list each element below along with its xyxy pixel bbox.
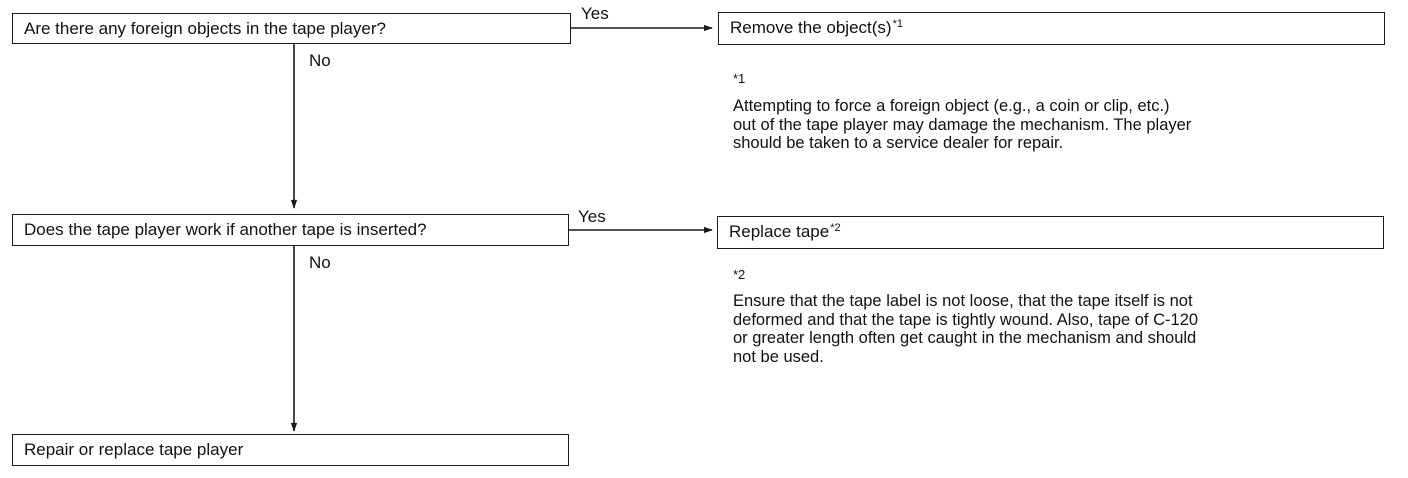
question-box-foreign-objects: Are there any foreign objects in the tap… (12, 13, 571, 44)
action-text: Repair or replace tape player (24, 440, 244, 459)
footnote-line: not be used. (733, 347, 824, 366)
footnote-mark: *1 (733, 71, 746, 86)
footnote-ref: *2 (830, 222, 841, 234)
action-box-repair-replace: Repair or replace tape player (12, 434, 569, 466)
no-label: No (309, 51, 331, 70)
question-text: Does the tape player work if another tap… (24, 220, 427, 239)
footnote-line: should be taken to a service dealer for … (733, 134, 1064, 152)
footnote-text: Attempting to force a foreign object (e.… (733, 97, 1191, 153)
yes-label: Yes (578, 207, 606, 226)
action-text: Remove the object(s) (730, 18, 892, 37)
action-box-replace-tape: Replace tape*2 (717, 216, 1384, 249)
action-box-remove-objects: Remove the object(s)*1 (718, 12, 1385, 45)
question-box-another-tape: Does the tape player work if another tap… (12, 214, 569, 246)
footnote-mark: *2 (733, 267, 746, 282)
yes-label: Yes (581, 4, 609, 23)
footnote-line: or greater length often get caught in th… (733, 329, 1197, 347)
action-text: Replace tape (729, 222, 830, 241)
footnote-text: Ensure that the tape label is not loose,… (733, 292, 1198, 366)
footnote-ref: *1 (892, 18, 903, 30)
footnote-line: Ensure that the tape label is not loose,… (733, 292, 1193, 310)
footnote-line: out of the tape player may damage the me… (733, 115, 1192, 134)
footnote-line: deformed and that the tape is tightly wo… (733, 310, 1199, 329)
footnote-line: Attempting to force a foreign object (e.… (733, 97, 1170, 115)
no-label: No (309, 253, 331, 272)
question-text: Are there any foreign objects in the tap… (24, 19, 386, 38)
